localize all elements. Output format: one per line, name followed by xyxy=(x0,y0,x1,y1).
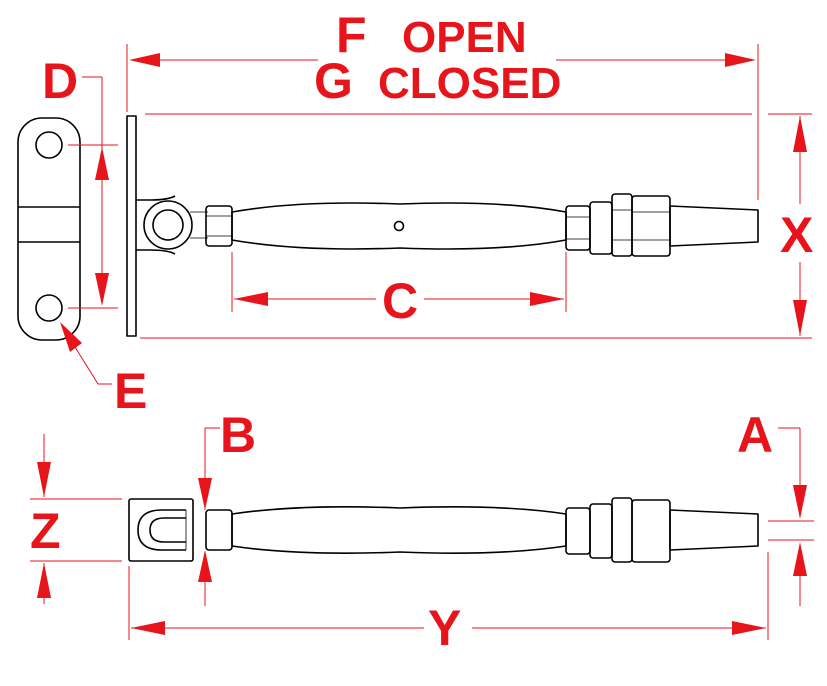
label-c: C xyxy=(382,273,418,329)
label-b: B xyxy=(220,407,256,463)
swage-side xyxy=(669,509,759,551)
toggle-side xyxy=(137,509,186,551)
top-view xyxy=(17,115,759,341)
label-e: E xyxy=(114,363,147,419)
left-hex-nut xyxy=(205,205,233,247)
label-a: A xyxy=(737,407,773,463)
swage-sleeve xyxy=(669,205,759,247)
label-x: X xyxy=(780,207,813,263)
label-g: G xyxy=(314,53,353,109)
label-y: Y xyxy=(428,600,461,656)
mount-hole-bottom xyxy=(35,294,63,322)
swage-nut xyxy=(631,195,671,257)
turnbuckle-body xyxy=(231,202,567,250)
label-d: D xyxy=(42,53,78,109)
dimensions xyxy=(30,44,814,640)
toggle-eye xyxy=(143,200,193,250)
mount-hole-top xyxy=(35,131,63,159)
label-closed: CLOSED xyxy=(378,59,561,108)
left-nut-side xyxy=(205,509,233,551)
jam-nut xyxy=(589,201,613,255)
body-side xyxy=(231,506,567,554)
label-f: F xyxy=(336,7,367,63)
right-hex-nut xyxy=(565,205,591,251)
right-nut-side xyxy=(565,507,591,555)
strap-side xyxy=(128,498,194,562)
body-center-hole xyxy=(393,220,405,232)
lock-nut xyxy=(611,193,633,257)
side-view xyxy=(128,497,759,563)
strap-bracket xyxy=(126,115,137,337)
label-z: Z xyxy=(30,503,61,559)
deck-plate-side xyxy=(17,117,81,341)
labels: F OPEN G CLOSED D X C E B A Z Y xyxy=(30,7,813,656)
label-open: OPEN xyxy=(402,13,527,62)
